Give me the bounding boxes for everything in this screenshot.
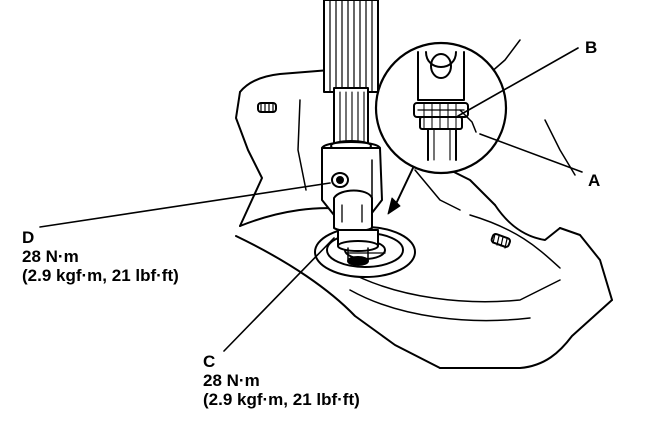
callout-d-torque-alt: (2.9 kgf·m, 21 lbf·ft): [22, 266, 179, 285]
callout-c-torque-alt: (2.9 kgf·m, 21 lbf·ft): [203, 390, 360, 409]
callout-d: D 28 N·m (2.9 kgf·m, 21 lbf·ft): [22, 228, 179, 285]
callout-b-letter: B: [585, 38, 598, 57]
leader-lines: [39, 47, 583, 352]
universal-joint: [321, 141, 383, 266]
steering-shaft: [323, 0, 379, 152]
callout-b: B: [585, 38, 597, 57]
bulkhead-panel: [235, 39, 613, 369]
detail-magnifier: [374, 41, 508, 175]
callout-c-letter: C: [203, 352, 216, 371]
callout-a: A: [588, 171, 600, 190]
callout-c-torque: 28 N·m: [203, 371, 260, 390]
callout-a-letter: A: [588, 171, 601, 190]
mounting-stud-right: [490, 233, 511, 249]
callout-d-torque: 28 N·m: [22, 247, 79, 266]
mounting-stud-left: [257, 102, 277, 113]
detail-pointer-arrow: [387, 167, 414, 215]
callout-d-letter: D: [22, 228, 35, 247]
callout-c: C 28 N·m (2.9 kgf·m, 21 lbf·ft): [203, 352, 360, 409]
